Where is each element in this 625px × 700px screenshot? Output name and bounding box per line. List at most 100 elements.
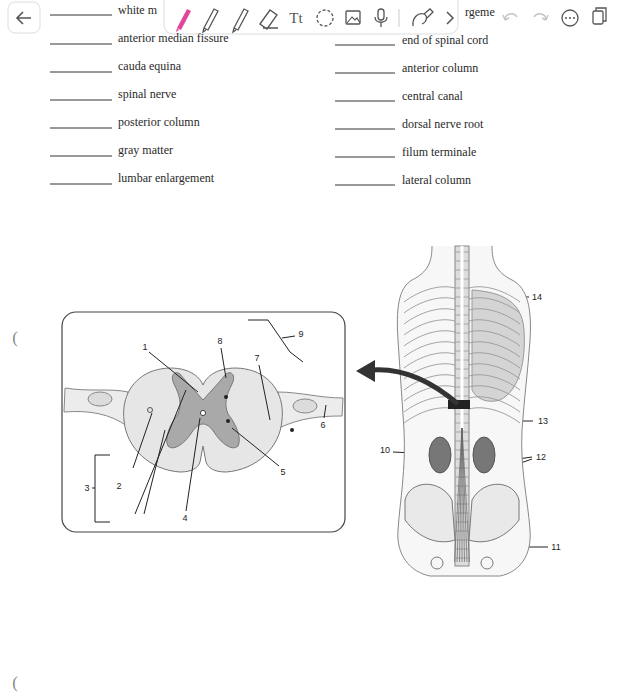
toolbar [177, 9, 191, 30]
spinal-cord-section [148, 408, 153, 413]
torso-figure [469, 408, 520, 423]
torso-figure [473, 437, 495, 473]
callout-number: 8 [217, 337, 222, 346]
spinal-cord-section [200, 410, 205, 415]
term-label: end of spinal cord [402, 34, 488, 46]
leader-line [221, 348, 226, 378]
spinal-cord-section [278, 392, 343, 428]
term-label: white m [118, 4, 157, 16]
term-label: central canal [402, 90, 463, 102]
answer-blank [335, 101, 395, 102]
torso-figure [455, 428, 470, 562]
answer-blank [50, 44, 112, 45]
torso-figure [429, 437, 451, 473]
callout-number: 13 [538, 417, 548, 426]
torso-figure [431, 557, 443, 569]
term-label: filum terminale [402, 146, 476, 158]
toolbar [8, 2, 40, 33]
toolbar [375, 17, 387, 27]
toolbar [378, 9, 384, 20]
torso-figure [462, 428, 470, 562]
toolbar [347, 17, 360, 23]
toolbar [233, 9, 248, 32]
toolbar [164, 0, 458, 34]
leader-line [133, 413, 152, 468]
term-label: cauda equina [118, 60, 181, 72]
margin-mark: ( [12, 674, 18, 691]
toolbar [399, 9, 400, 27]
torso-figure [405, 484, 455, 542]
toolbar [260, 10, 278, 29]
callout-number: 1 [142, 343, 147, 352]
torso-figure [481, 557, 493, 569]
spinal-cord-section [124, 368, 283, 472]
answer-blank [335, 45, 395, 46]
answer-blank [50, 15, 112, 16]
callout-number: 12 [536, 453, 546, 462]
callout-number: 10 [380, 446, 390, 455]
torso-figure [356, 360, 375, 382]
toolbar [534, 14, 548, 20]
toolbar [562, 10, 578, 26]
toolbar [573, 17, 575, 19]
leader-line [259, 365, 270, 420]
answer-blank [335, 73, 395, 74]
inset-frame [62, 312, 345, 532]
callout-number: 3 [84, 484, 89, 493]
torso-figure [469, 484, 519, 542]
callout-number: 4 [182, 514, 187, 523]
spinal-cord-section [293, 399, 317, 413]
torso-figure [455, 428, 463, 562]
answer-blank [50, 100, 112, 101]
toolbar [317, 10, 333, 26]
term-label: dorsal nerve root [402, 118, 483, 130]
torso-figure [356, 246, 530, 576]
callout-number: 14 [532, 293, 542, 302]
leader-line [186, 418, 200, 511]
torso-figure [460, 428, 463, 562]
toolbar [596, 8, 606, 21]
callout-number: 2 [116, 482, 121, 491]
spinal-cord-section [290, 428, 294, 432]
answer-blank [50, 128, 112, 129]
leader-line [144, 430, 165, 514]
leader-line [248, 320, 303, 362]
toolbar-icon-text: Tt [289, 11, 302, 26]
leader-line [232, 428, 279, 466]
toolbar [413, 9, 433, 26]
term-label: spinal nerve [118, 88, 176, 100]
spinal-cord-section [226, 419, 230, 423]
term-label: lateral column [402, 174, 471, 186]
leader-line [282, 336, 295, 338]
toolbar [346, 11, 360, 24]
toolbar [8, 0, 606, 34]
torso-figure [404, 408, 455, 423]
callout-number: 9 [298, 330, 303, 339]
spinal-cord-section [88, 392, 112, 406]
answer-blank [50, 72, 112, 73]
leader-line [149, 352, 198, 392]
toolbar [569, 17, 571, 19]
toolbar [447, 12, 453, 24]
spinal-cord-section [64, 388, 128, 426]
term-label: anterior column [402, 62, 478, 74]
answer-blank [50, 15, 395, 185]
term-label: lumbar enlargement [118, 172, 214, 184]
spinal-cord-section [224, 395, 228, 399]
leader-line [92, 488, 95, 489]
callout-number: 5 [280, 468, 285, 477]
toolbar [203, 9, 218, 32]
callout-number: 6 [320, 421, 325, 430]
toolbar [503, 14, 517, 20]
leader-line [324, 405, 326, 418]
torso-figure [462, 428, 467, 562]
term-label: gray matter [118, 144, 173, 156]
torso-figure [372, 370, 458, 404]
leader-line [135, 390, 186, 514]
answer-blank [335, 129, 395, 130]
answer-blank [335, 185, 395, 186]
callout-number: 7 [254, 354, 259, 363]
term-label: rgeme [465, 6, 495, 18]
